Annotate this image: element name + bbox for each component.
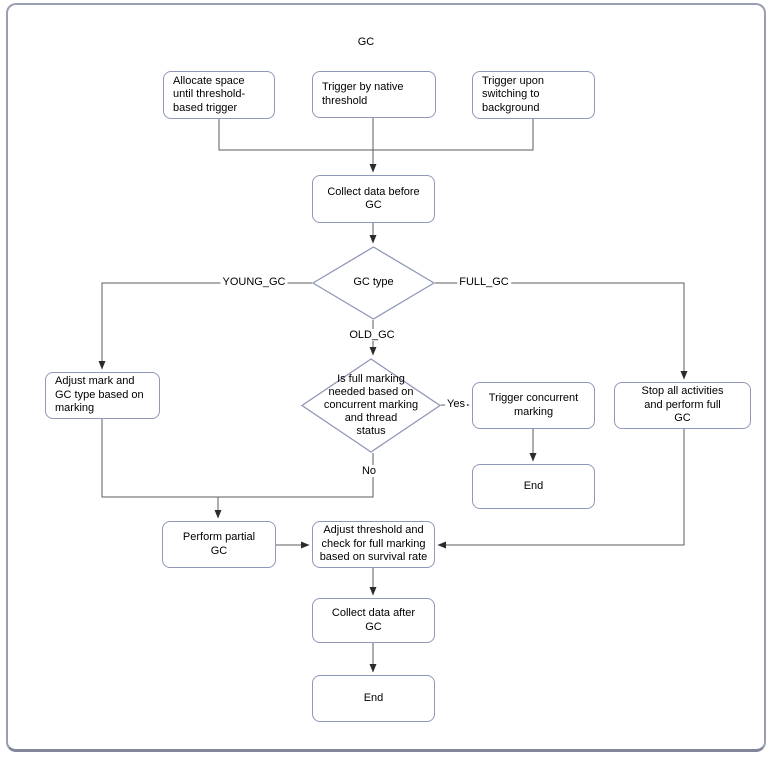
node-allocate-space: Allocate space until threshold- based tr… [163,71,275,119]
node-adjust-threshold: Adjust threshold and check for full mark… [312,521,435,568]
diamond-shape [312,246,435,320]
decision-gc-type: GC type [312,246,435,320]
edge-label-young-gc: YOUNG_GC [220,276,288,288]
decision-full-marking-needed: Is full marking needed based on concurre… [301,358,441,453]
node-end-concurrent: End [472,464,595,509]
edge-label-yes: Yes [445,398,467,410]
node-native-threshold: Trigger by native threshold [312,71,436,118]
edge-label-full-gc: FULL_GC [457,276,511,288]
diagram-title: GC [357,36,375,48]
node-end-final: End [312,675,435,722]
edge-label-no: No [359,465,379,477]
decision-gc-type-label: GC type [353,276,394,289]
node-collect-data-after-gc: Collect data after GC [312,598,435,643]
node-perform-partial-gc: Perform partial GC [162,521,276,568]
node-switch-background: Trigger upon switching to background [472,71,595,119]
decision-full-marking-label: Is full marking needed based on concurre… [323,372,419,438]
node-adjust-mark: Adjust mark and GC type based on marking [45,372,160,419]
edge-label-old-gc: OLD_GC [347,329,397,341]
node-stop-all-activities: Stop all activities and perform full GC [614,382,751,429]
node-trigger-concurrent-marking: Trigger concurrent marking [472,382,595,429]
node-collect-data-before-gc: Collect data before GC [312,175,435,223]
